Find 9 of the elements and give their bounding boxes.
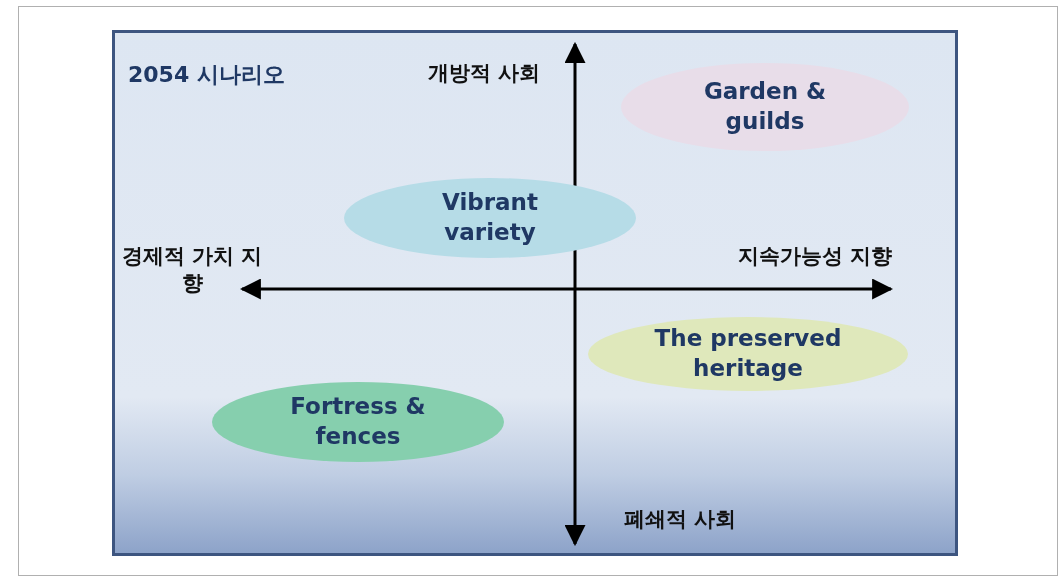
scenario-label: The preserved heritage xyxy=(653,324,843,383)
axis-label: 개방적 사회 xyxy=(426,60,542,87)
axis-label: 폐쇄적 사회 xyxy=(622,506,738,533)
axis-label: 경제적 가치 지향 xyxy=(120,243,264,298)
scenario-label: Garden & guilds xyxy=(702,77,828,136)
axis-label: 지속가능성 지향 xyxy=(736,243,894,270)
scenario-label: Vibrant variety xyxy=(441,188,539,247)
scenario-label: Fortress & fences xyxy=(289,392,427,451)
diagram-title: 2054 시나리오 xyxy=(128,61,285,89)
